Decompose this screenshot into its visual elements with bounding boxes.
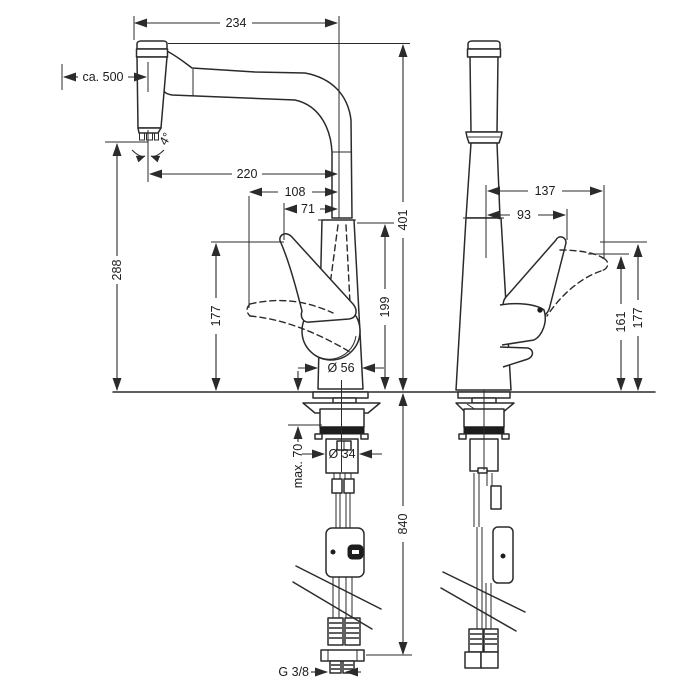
side-column	[455, 142, 534, 391]
handle-lever	[279, 232, 361, 361]
hose-connector-right	[344, 617, 361, 646]
spray-head-body	[136, 56, 168, 129]
dim-220-label: 220	[237, 167, 258, 181]
dim-outlet-height: 288	[110, 143, 124, 391]
side-handle-dashed	[546, 249, 609, 317]
seal-tab-left	[314, 433, 323, 440]
dim-137-label: 137	[535, 184, 556, 198]
side-view	[440, 40, 609, 669]
thread-stub-right	[342, 660, 355, 674]
side-head-cap	[467, 40, 501, 50]
connector-ribs	[329, 622, 359, 639]
dim-swivel-angle: 4°	[131, 130, 175, 163]
dim-handle-front: 71	[284, 202, 338, 216]
dim-ca500-label: ca. 500	[82, 70, 123, 84]
seal-tab-right	[360, 433, 369, 440]
side-hoses	[464, 473, 514, 669]
side-nut-left	[464, 651, 482, 669]
side-spout-ledge	[499, 346, 534, 368]
side-hose-tab	[490, 485, 502, 510]
dimensions: 234 ca. 500 4° 220 108 71	[63, 16, 645, 679]
spray-head-cap	[136, 40, 168, 50]
dim-71-label: 71	[301, 202, 315, 216]
dim-supply-thread: G 3/8	[278, 665, 361, 679]
dim-max-counter: max. 70	[291, 371, 305, 488]
break-lines	[292, 565, 382, 630]
dim-side-handle-high: 177	[631, 244, 645, 391]
dim-side-reach-closed: 93	[487, 208, 566, 222]
side-weight-screw	[500, 553, 506, 559]
hose-ends	[320, 577, 365, 674]
dim-199-label: 199	[378, 297, 392, 318]
dim-93-label: 93	[517, 208, 531, 222]
side-mounting	[455, 391, 515, 474]
dim-spout-width: 234	[134, 16, 338, 30]
side-spray-head	[465, 40, 503, 144]
dim-hose-pullout: ca. 500	[63, 70, 147, 84]
dim-4deg-label: 4°	[156, 130, 174, 147]
dim-401-label: 401	[396, 210, 410, 231]
dim-177-side-label: 177	[631, 308, 645, 329]
dim-161-label: 161	[614, 312, 628, 333]
spout	[162, 50, 353, 219]
aerator-face	[139, 132, 159, 141]
dim-spout-reach: 220	[149, 167, 338, 181]
dim-234-label: 234	[226, 16, 247, 30]
dim-side-handle-low: 161	[614, 256, 628, 391]
side-break-lines	[440, 571, 526, 632]
connector-end-bar	[320, 649, 365, 662]
handle-blade	[279, 232, 357, 323]
dim-spout-underside: 199	[378, 224, 392, 390]
side-nut-right	[480, 651, 499, 669]
hose-weight	[325, 527, 365, 578]
dim-handle-height-front: 177	[209, 243, 223, 391]
base-ring	[312, 391, 369, 399]
front-view	[135, 40, 382, 674]
supply-hoses	[331, 473, 355, 528]
dim-g38-label: G 3/8	[278, 665, 309, 679]
side-handle-lever	[499, 236, 567, 346]
cartridge-dashed-2	[345, 224, 351, 304]
spray-head	[135, 40, 169, 141]
extension-lines	[61, 16, 647, 656]
dim-max70-label: max. 70	[291, 444, 305, 489]
check-valve-right	[343, 478, 355, 494]
spray-head-ring	[135, 48, 169, 58]
side-head-body	[469, 56, 499, 133]
hose-connector-left	[327, 617, 344, 646]
hub-lower-arc	[304, 335, 357, 360]
dim-177-front-label: 177	[209, 306, 223, 327]
dim-base-diameter: Ø 56	[298, 361, 384, 375]
dim-108-label: 108	[285, 185, 306, 199]
dim-hose-overall: 840	[396, 393, 410, 655]
aerator-collar	[137, 127, 162, 134]
thread-stub-left	[329, 660, 342, 674]
dim-total-height: 401	[396, 44, 410, 391]
dim-dia34-label: Ø 34	[328, 447, 355, 461]
weight-screw	[330, 549, 336, 555]
side-handle-pin	[537, 307, 543, 313]
dim-dia56-label: Ø 56	[327, 361, 354, 375]
dim-288-label: 288	[110, 260, 124, 281]
side-handle-hub	[499, 302, 546, 346]
weight-port-slot	[352, 550, 359, 554]
check-valve-left	[331, 478, 343, 494]
dim-shank-diameter: Ø 34	[302, 447, 382, 461]
dim-handle-reach: 108	[249, 185, 338, 199]
dim-840-label: 840	[396, 514, 410, 535]
dim-side-reach-open: 137	[487, 184, 603, 198]
